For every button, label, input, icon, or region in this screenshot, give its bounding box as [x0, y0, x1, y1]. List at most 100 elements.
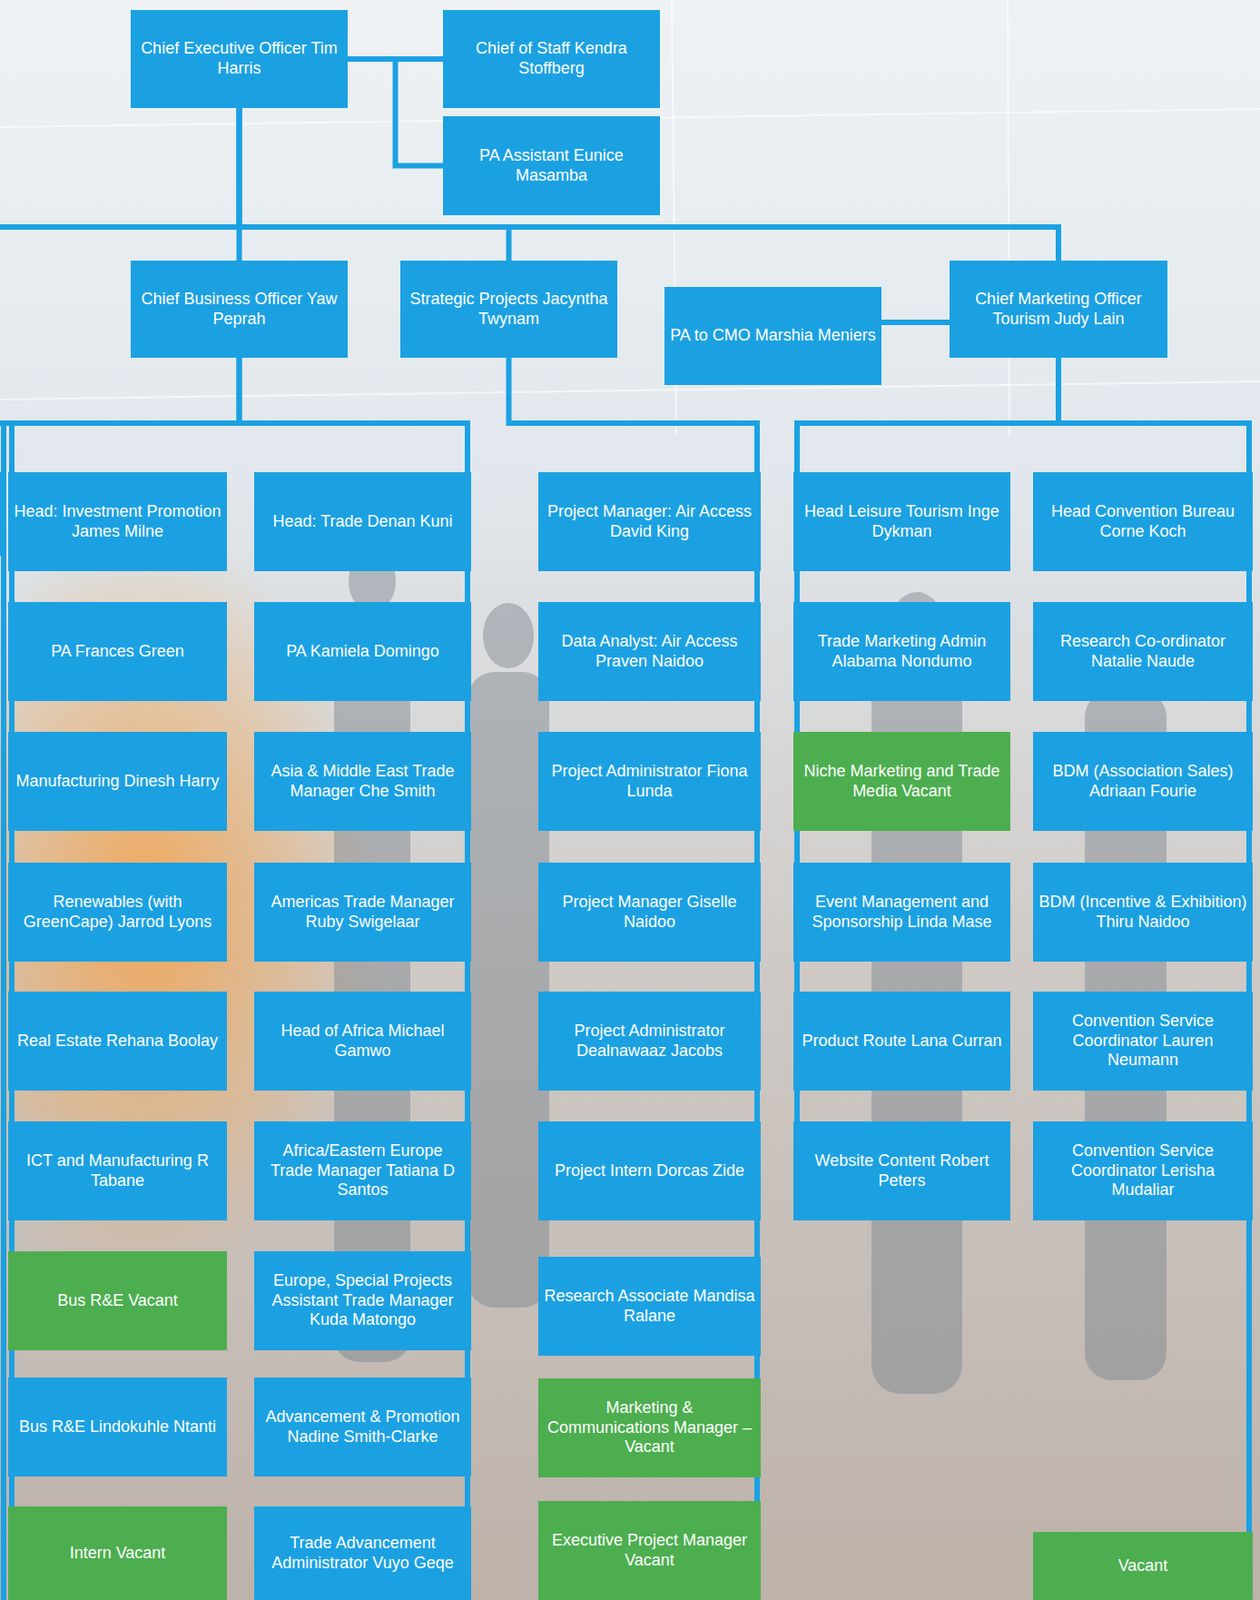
role-text: Product Route Lana Curran	[801, 1031, 1002, 1052]
org-box: Americas Trade Manager Ruby Swigelaar	[254, 862, 472, 962]
org-box: Project Administrator Dealnawaaz Jacobs	[538, 991, 761, 1091]
org-box: Asia & Middle East Trade Manager Che Smi…	[254, 731, 472, 831]
role-text: Marketing & Communications Manager – Vac…	[543, 1397, 756, 1457]
org-box: Product Route Lana Curran	[793, 991, 1011, 1091]
role-text: Project Administrator Fiona Lunda	[543, 761, 756, 801]
role-text: Chief Business Officer Yaw Peprah	[136, 289, 343, 329]
role-text: Head Convention Bureau Corne Koch	[1038, 502, 1248, 542]
vacant-box: Vacant	[1033, 1531, 1253, 1600]
org-box: Trade Marketing Admin Alabama Nondumo	[793, 601, 1011, 701]
partial-box	[0, 472, 7, 556]
org-connector	[239, 357, 469, 473]
org-box: PA Frances Green	[8, 601, 227, 701]
role-text: PA Kamiela Domingo	[285, 641, 440, 662]
org-box: Project Manager: Air Access David King	[538, 472, 761, 571]
org-box: Strategic Projects Jacyntha Twynam	[400, 260, 618, 358]
role-text: Intern Vacant	[69, 1543, 167, 1564]
role-text: Asia & Middle East Trade Manager Che Smi…	[259, 761, 466, 801]
role-text: Chief of Staff Kendra Stoffberg	[448, 39, 655, 79]
role-text: Head of Africa Michael Gamwo	[259, 1021, 466, 1061]
role-text: Project Administrator Dealnawaaz Jacobs	[543, 1021, 756, 1061]
org-box: Website Content Robert Peters	[793, 1121, 1011, 1221]
role-text: Convention Service Coordinator Lauren Ne…	[1038, 1011, 1248, 1071]
role-text: Real Estate Rehana Boolay	[17, 1031, 218, 1052]
role-text: Convention Service Coordinator Lerisha M…	[1038, 1141, 1248, 1201]
rail-line	[0, 423, 7, 1600]
role-text: Website Content Robert Peters	[798, 1151, 1005, 1191]
org-box: Research Co-ordinator Natalie Naude	[1033, 601, 1253, 701]
org-connector	[881, 319, 950, 325]
role-text: Advancement & Promotion Nadine Smith-Cla…	[259, 1407, 466, 1447]
vacant-box: Bus R&E Vacant	[8, 1250, 227, 1350]
org-box: Convention Service Coordinator Lauren Ne…	[1033, 991, 1253, 1091]
vacant-box: Executive Project Manager Vacant	[538, 1500, 761, 1600]
org-box: Chief Executive Officer Tim Harris	[130, 9, 348, 109]
role-text: Bus R&E Vacant	[57, 1290, 178, 1311]
role-text: Trade Advancement Administrator Vuyo Geq…	[259, 1533, 466, 1573]
org-connector	[1058, 357, 1250, 473]
org-box: PA Assistant Eunice Masamba	[442, 116, 660, 216]
role-text: Africa/Eastern Europe Trade Manager Tati…	[259, 1141, 466, 1201]
org-box: PA Kamiela Domingo	[254, 601, 472, 701]
role-text: Executive Project Manager Vacant	[543, 1530, 756, 1570]
role-text: Chief Marketing Officer Tourism Judy Lai…	[954, 289, 1162, 329]
org-box: Head Convention Bureau Corne Koch	[1033, 472, 1253, 571]
org-box: Real Estate Rehana Boolay	[8, 991, 227, 1091]
vacant-box: Marketing & Communications Manager – Vac…	[538, 1378, 761, 1477]
role-text: Head Leisure Tourism Inge Dykman	[798, 502, 1005, 542]
org-box: Head: Investment Promotion James Milne	[8, 472, 227, 571]
org-box: Advancement & Promotion Nadine Smith-Cla…	[254, 1377, 472, 1477]
org-box: Head Leisure Tourism Inge Dykman	[793, 472, 1011, 571]
silhouette-head	[482, 602, 534, 669]
org-box: Chief Business Officer Yaw Peprah	[130, 260, 348, 358]
role-text: Head: Investment Promotion James Milne	[13, 502, 222, 542]
grid-line	[1007, 0, 1010, 436]
org-box: Chief Marketing Officer Tourism Judy Lai…	[949, 260, 1168, 358]
org-box: ICT and Manufacturing R Tabane	[8, 1121, 227, 1221]
org-box: Head of Africa Michael Gamwo	[254, 991, 472, 1091]
role-text: Bus R&E Lindokuhle Ntanti	[19, 1417, 217, 1438]
background-grid	[0, 0, 1260, 436]
role-text: Chief Executive Officer Tim Harris	[136, 39, 343, 79]
role-text: Manufacturing Dinesh Harry	[15, 771, 219, 792]
role-text: Data Analyst: Air Access Praven Naidoo	[543, 631, 756, 671]
role-text: Renewables (with GreenCape) Jarrod Lyons	[13, 892, 222, 932]
role-text: Trade Marketing Admin Alabama Nondumo	[798, 631, 1005, 671]
org-box: Africa/Eastern Europe Trade Manager Tati…	[254, 1121, 472, 1221]
org-box: Project Administrator Fiona Lunda	[538, 731, 761, 831]
role-text: Event Management and Sponsorship Linda M…	[798, 892, 1005, 932]
bus-line	[0, 224, 239, 230]
role-text: Vacant	[1118, 1555, 1169, 1576]
vacant-box: Intern Vacant	[8, 1506, 227, 1600]
role-text: Project Manager: Air Access David King	[543, 502, 756, 542]
role-text: Head: Trade Denan Kuni	[272, 511, 453, 532]
silhouette-body	[467, 671, 550, 1308]
org-box: Manufacturing Dinesh Harry	[8, 731, 227, 831]
org-box: PA to CMO Marshia Meniers	[664, 286, 882, 385]
org-box: Data Analyst: Air Access Praven Naidoo	[538, 601, 761, 701]
vacant-box: Niche Marketing and Trade Media Vacant	[793, 731, 1011, 831]
role-text: ICT and Manufacturing R Tabane	[13, 1151, 222, 1191]
role-text: Research Co-ordinator Natalie Naude	[1038, 631, 1248, 671]
role-text: Project Intern Dorcas Zide	[554, 1161, 745, 1182]
org-box: Trade Advancement Administrator Vuyo Geq…	[254, 1506, 472, 1600]
org-box: Project Intern Dorcas Zide	[538, 1121, 761, 1221]
org-box: Europe, Special Projects Assistant Trade…	[254, 1250, 472, 1350]
org-box: Renewables (with GreenCape) Jarrod Lyons	[8, 862, 227, 962]
org-box: Chief of Staff Kendra Stoffberg	[442, 9, 660, 109]
role-text: Research Associate Mandisa Ralane	[543, 1286, 756, 1326]
role-text: PA to CMO Marshia Meniers	[669, 325, 877, 346]
role-text: PA Assistant Eunice Masamba	[448, 146, 655, 186]
role-text: Europe, Special Projects Assistant Trade…	[259, 1270, 466, 1330]
role-text: Niche Marketing and Trade Media Vacant	[798, 761, 1005, 801]
org-box: BDM (Incentive & Exhibition) Thiru Naido…	[1033, 862, 1253, 962]
org-connector	[239, 108, 1060, 261]
org-box: BDM (Association Sales) Adriaan Fourie	[1033, 731, 1253, 831]
role-text: BDM (Incentive & Exhibition) Thiru Naido…	[1038, 892, 1248, 932]
org-box: Bus R&E Lindokuhle Ntanti	[8, 1377, 227, 1477]
org-box: Research Associate Mandisa Ralane	[538, 1256, 761, 1356]
org-box: Head: Trade Denan Kuni	[254, 472, 472, 571]
off-page-branch	[0, 226, 239, 1600]
